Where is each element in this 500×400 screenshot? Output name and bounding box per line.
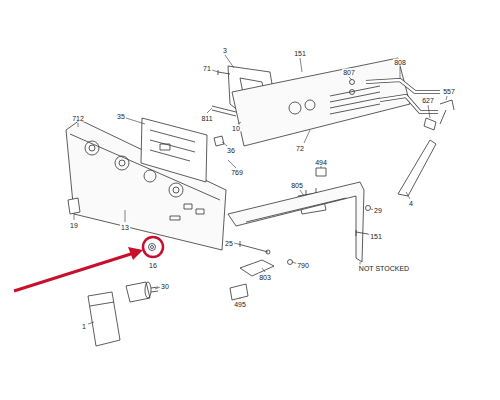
callout-number: 29: [373, 207, 383, 214]
callout-number: 71: [202, 65, 212, 72]
callout-number: 808: [393, 59, 407, 66]
note: NOT STOCKED: [358, 265, 410, 272]
callout-number: 790: [296, 262, 310, 269]
callout-number: 36: [226, 147, 236, 154]
callout-number: 1: [81, 323, 87, 330]
callout-number: 30: [160, 283, 170, 290]
callout-number: 3: [222, 47, 228, 54]
callout-number: 627: [421, 97, 435, 104]
callout-number: 494: [314, 159, 328, 166]
callout-number: 712: [71, 115, 85, 122]
circuit-board: [141, 118, 207, 182]
callout-number: 72: [295, 145, 305, 152]
callout-number: 807: [342, 69, 356, 76]
back-panel: [232, 58, 410, 146]
callout-number: 495: [233, 301, 247, 308]
callout-number: 25: [224, 240, 234, 247]
callout-number: 151: [293, 50, 307, 57]
callout-number: 4: [408, 200, 414, 207]
callout-number: 10: [231, 125, 241, 132]
callout-number: 769: [230, 169, 244, 176]
callout-number: 811: [200, 115, 213, 122]
callout-number: 151: [369, 233, 383, 240]
callout-number: 16: [148, 262, 158, 269]
callout-number: 35: [116, 113, 126, 120]
callout-number: 19: [69, 222, 79, 229]
callout-number: 557: [442, 88, 456, 95]
callout-number: 805: [290, 182, 304, 189]
callout-number: 13: [120, 224, 130, 231]
callout-number: 803: [258, 274, 272, 281]
